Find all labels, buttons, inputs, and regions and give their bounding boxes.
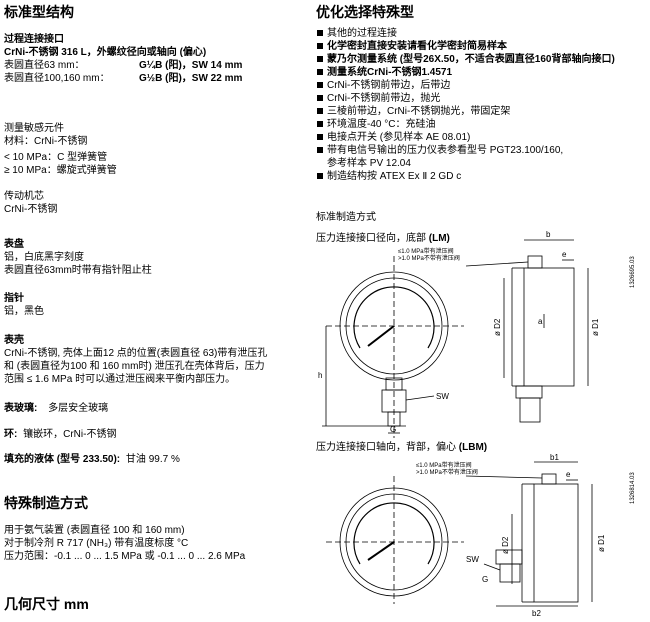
dial-line2: 表圆直径63mm时带有指针阻止柱 [4,265,152,276]
connection-row1-label: 表圆直径63 mm： [4,60,85,71]
pointer-heading: 指针 [4,293,24,304]
case-line1: CrNi-不锈钢, 壳体上面12 点的位置(表圆直径 63)带有泄压孔 [4,348,268,359]
case-heading: 表壳 [4,335,24,346]
option-item: 其他的过程连接 [316,27,646,40]
label-d1-2: ø D1 [597,534,606,552]
label-d2: ø D2 [493,318,502,336]
option-item: 蒙乃尔测量系统 (型号26X.50，不适合表圆直径160背部轴向接口) [316,53,646,66]
connection-row2-label: 表圆直径100,160 mm： [4,73,110,84]
label-e-2: e [566,470,571,479]
special-line1: 用于氨气装置 (表圆直径 100 和 160 mm) [4,525,185,536]
options-list: 其他的过程连接 化学密封直接安装请看化学密封简易样本 蒙乃尔测量系统 (型号26… [316,27,646,183]
window-text: 多层安全玻璃 [48,403,109,414]
relief-valve-2 [541,473,557,485]
special-design-title: 特殊制造方式 [4,495,88,511]
note2: >1.0 MPa不带有泄压阀 [398,254,460,262]
gauge-pointer [367,325,395,347]
label-b1: b1 [550,454,559,462]
drawing2-caption: 压力连接接口轴向，背部，偏心 (LBM) [316,442,488,453]
label-h: h [318,371,322,380]
label-a: a [538,317,543,326]
case-line2: 和 (表圆直径为100 和 160 mm时) 泄压孔在壳体背后，压力 [4,361,265,372]
standard-design-title: 标准型结构 [4,4,74,20]
special-line3: 压力范围：-0.1 ... 0 ... 1.5 MPa 或 -0.1 ... 0… [4,551,246,562]
dial-line1: 铝，白底黑字刻度 [4,252,84,263]
sensor-line2: ≥ 10 MPa：螺旋式弹簧管 [4,165,117,176]
side-neck [515,385,543,399]
dimensions-title: 几何尺寸 mm [4,596,89,612]
option-item: 电接点开关 (参见样本 AE 08.01) [316,131,646,144]
relief-valve [527,255,543,269]
label-d1: ø D1 [591,318,600,336]
standard-drawing-title: 标准制造方式 [316,212,376,223]
movement-text: CrNi-不锈钢 [4,204,58,215]
case-line3: 范围 ≤ 1.6 MPa 时可以通过泄压阀来平衡内部压力。 [4,374,236,385]
note2-leader [465,475,543,479]
label-g-2: G [482,575,488,584]
label-b: b [546,230,551,239]
side-hex [519,397,541,423]
option-item: 环境温度-40 °C：充硅油 [316,118,646,131]
option-continuation: 参考样本 PV 12.04 [327,158,411,169]
special-line2: 对于制冷剂 R 717 (NH₃) 带有温度标度 °C [4,538,189,549]
sensor-material: 材料：CrNi-不锈钢 [4,136,88,147]
gauge2-scale [353,502,435,565]
label-sw-2: SW [466,555,479,564]
label-e: e [562,250,567,259]
movement-heading: 传动机芯 [4,191,44,202]
dial-heading: 表盘 [4,239,24,250]
option-item: 制造结构按 ATEX Ex Ⅱ 2 GD c [316,170,646,183]
radial-connection-drawing: ≤1.0 MPa带有泄压阀 >1.0 MPa不带有泄压阀 b e ø D1 ø … [318,230,636,438]
sensor-heading: 测量敏感元件 [4,123,64,134]
sw2-leader [483,563,501,571]
pointer-text: 铝，黑色 [4,306,44,317]
note2-2: >1.0 MPa不带有泄压阀 [416,468,478,476]
sensor-line1: < 10 MPa：C 型弹簧管 [4,152,108,163]
drawing1-caption: 压力连接接口径向，底部 (LM) [316,233,450,244]
options-title: 优化选择特殊型 [316,4,414,20]
label-b2: b2 [532,609,541,618]
liquid-text: 甘油 99.7 % [125,454,180,465]
gauge-scale [353,286,435,349]
axial-connection-drawing: ≤1.0 MPa带有泄压阀 >1.0 MPa不带有泄压阀 b1 e ø D1 ø… [326,454,636,618]
side-case [523,267,575,387]
connection-row1-value: G¼B (阳)，SW 14 mm [139,60,243,71]
gauge2-pointer [367,541,395,561]
ring-row: 环: 镶嵌环，CrNi-不锈钢 [4,428,116,441]
note-leader [465,261,529,267]
note1: ≤1.0 MPa带有泄压阀 [398,247,454,255]
drawing1-code: 1326695.03 [630,256,636,288]
axial-hex [499,563,521,583]
window-heading: 表玻璃: [4,403,38,414]
label-sw: SW [436,392,449,401]
connection-row2-value: G½B (阳)，SW 22 mm [139,73,243,84]
ring-text: 镶嵌环，CrNi-不锈钢 [23,429,117,440]
label-d2-2: ø D2 [501,536,510,554]
connection-heading: 过程连接接口 [4,34,64,45]
note1-2: ≤1.0 MPa带有泄压阀 [416,461,472,469]
label-g: G [390,425,396,434]
sw-leader [405,395,435,401]
window-row: 表玻璃: 多层安全玻璃 [4,402,108,415]
ring-heading: 环: [4,429,18,440]
option-item: 测量系统CrNi-不锈钢1.4571 [316,66,646,79]
option-item: CrNi-不锈钢前带边，后带边 [316,79,646,92]
liquid-row: 填充的液体 (型号 233.50): 甘油 99.7 % [4,453,180,466]
option-item: 三棱前带边，CrNi-不锈钢抛光，带固定架 [316,105,646,118]
option-item: 带有电信号输出的压力仪表参看型号 PGT23.100/160, [316,144,646,157]
drawing2-code: 1326814.03 [630,472,636,504]
connection-line: CrNi-不锈钢 316 L，外螺纹径向或轴向 (偏心) [4,47,207,58]
option-item: CrNi-不锈钢前带边，抛光 [316,92,646,105]
liquid-heading: 填充的液体 (型号 233.50): [4,454,121,465]
side2-case [533,483,579,603]
option-item: 化学密封直接安装请看化学密封简易样本 [316,40,646,53]
